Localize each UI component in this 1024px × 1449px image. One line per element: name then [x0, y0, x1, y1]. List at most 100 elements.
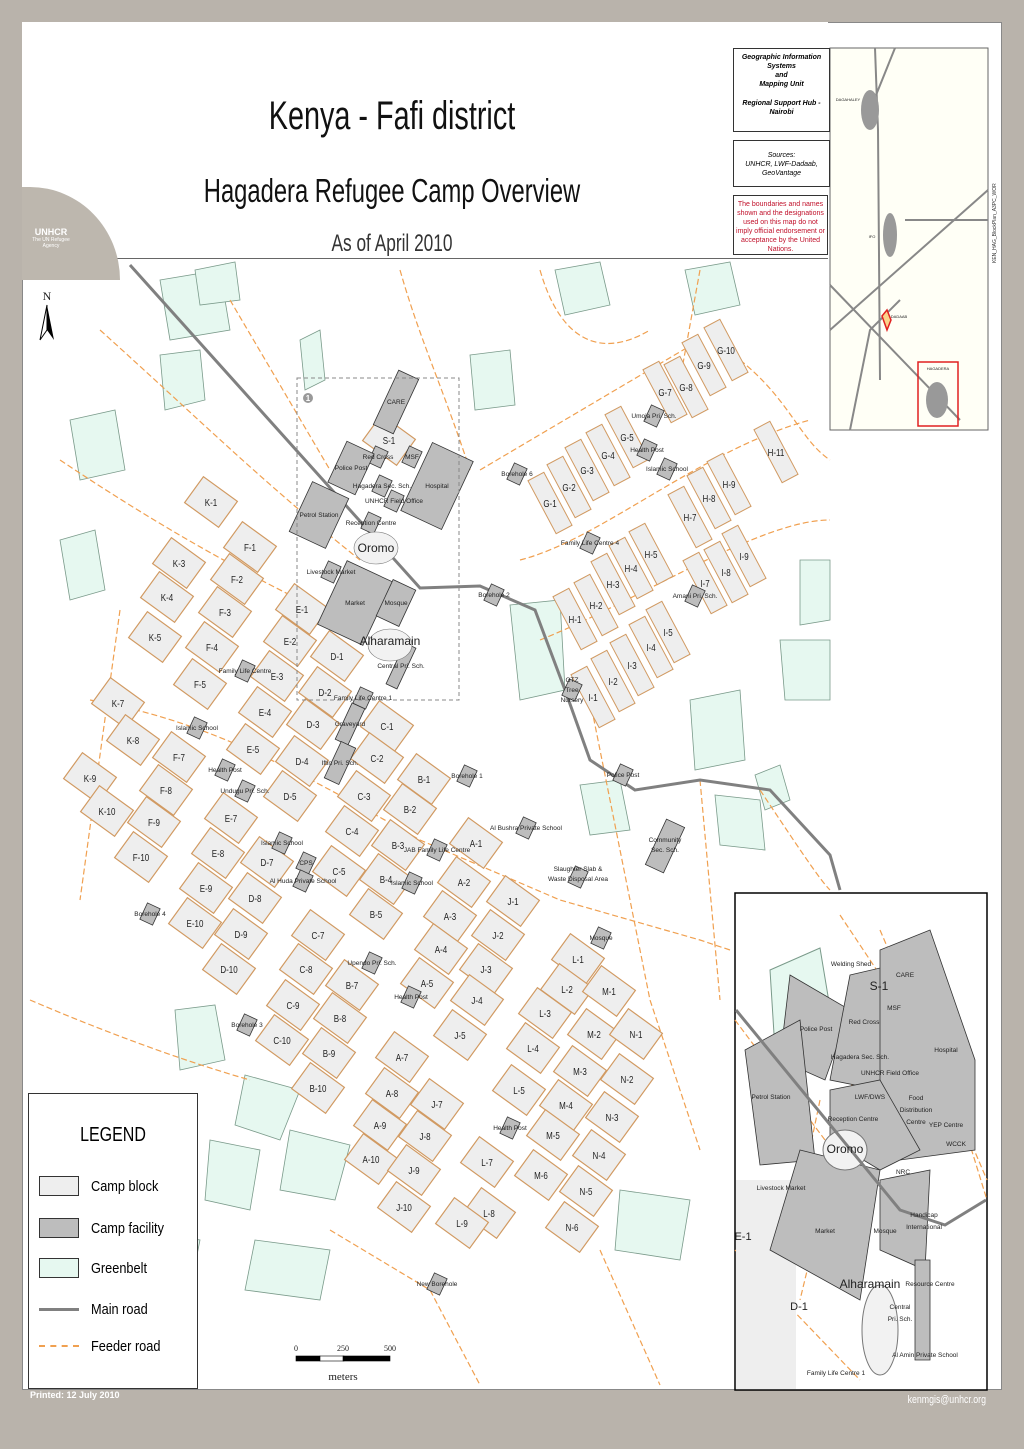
detail-label: Oromo	[827, 1142, 864, 1156]
facility-label: Al Bushra Private School	[490, 825, 562, 832]
camp-block	[352, 1098, 408, 1152]
camp-block	[376, 1180, 432, 1234]
greenbelt	[469, 349, 516, 411]
camp-facility	[383, 489, 405, 513]
feeder-road	[479, 339, 701, 471]
logo-text: UNHCR	[34, 227, 68, 237]
camp-facility	[327, 440, 375, 496]
facility-label: MSF	[405, 454, 419, 461]
camp-block	[126, 795, 182, 849]
detail-label: Al Amin Private School	[892, 1352, 958, 1359]
feeder-road	[59, 459, 301, 601]
camp-block-shape	[706, 452, 752, 516]
block-label: F-3	[219, 607, 231, 618]
camp-block	[721, 524, 767, 588]
unit-line: and	[775, 72, 788, 79]
facility-label: GTZ	[566, 677, 579, 684]
scale-unit: meters	[328, 1371, 357, 1383]
greenbelt	[194, 261, 241, 306]
camp-block	[183, 475, 239, 529]
block-label: L-7	[481, 1157, 493, 1168]
facility-label: UNHCR Field Office	[365, 498, 423, 505]
scale-tick: 250	[337, 1344, 349, 1353]
camp-block	[237, 685, 293, 739]
camp-block	[167, 896, 223, 950]
block-label: F-5	[194, 679, 206, 690]
block-label: S-1	[383, 435, 395, 446]
camp-facility	[234, 779, 256, 803]
legend-label: Camp block	[91, 1177, 159, 1195]
block-label: C-5	[333, 866, 346, 877]
camp-block	[309, 629, 365, 683]
camp-block	[558, 1164, 614, 1218]
block-label: E-1	[296, 604, 308, 615]
camp-block	[409, 1077, 465, 1131]
camp-facility	[684, 584, 706, 608]
greenbelt	[714, 794, 766, 851]
camp-block-shape	[513, 1148, 569, 1202]
document-code: KEN_HAG_BlockPlan_A3PC_WOR	[990, 140, 1000, 270]
camp-block-shape	[470, 908, 526, 962]
overview-camp-ifo	[883, 213, 897, 257]
camp-facility	[426, 838, 448, 862]
detail-label: Welding Shed	[831, 961, 872, 968]
facility-label: Umoja Pri. Sch.	[631, 413, 676, 420]
block-label: M-1	[602, 986, 616, 997]
camp-block	[265, 978, 321, 1032]
detail-label: LWF/DWS	[855, 1094, 886, 1101]
camp-block	[336, 769, 392, 823]
block-label: H-5	[645, 549, 658, 560]
camp-block	[448, 816, 504, 870]
sources-box: Sources: UNHCR, LWF-Dadaab, GeoVantage	[733, 140, 830, 187]
overview-label: DAGAHALEY	[836, 97, 861, 102]
camp-block	[571, 1128, 627, 1182]
facility-label: CPS	[299, 860, 313, 867]
greenbelt	[689, 689, 746, 771]
block-label: K-8	[127, 735, 139, 746]
legend-title: LEGEND	[80, 1124, 146, 1146]
camp-block	[585, 423, 631, 487]
block-label: M-6	[534, 1170, 548, 1181]
block-label: J-8	[419, 1131, 430, 1142]
greenbelt	[234, 1074, 301, 1141]
camp-block	[222, 520, 278, 574]
document-code-text: KEN_HAG_BlockPlan_A3PC_WOR	[992, 183, 998, 263]
facility-label: Upendo Pri. Sch.	[347, 960, 396, 967]
camp-facility	[483, 583, 505, 607]
facility-label: Hagadera Sec. Sch.	[353, 483, 411, 490]
scale-segment	[342, 1355, 391, 1362]
camp-block	[213, 907, 269, 961]
facility-label: Islamic School	[391, 880, 433, 887]
detail-label: UNHCR Field Office	[861, 1070, 919, 1077]
block-label: C-3	[358, 791, 371, 802]
block-label: L-2	[561, 984, 573, 995]
camp-block	[564, 438, 610, 502]
greenbelt	[159, 349, 206, 411]
facility-label: Police Post	[335, 465, 368, 472]
legend-feeder-road: Feeder road	[39, 1336, 173, 1356]
feeder-road	[589, 699, 701, 1151]
block-label: M-3	[573, 1066, 587, 1077]
overview-hagadera-box	[917, 361, 959, 427]
camp-block	[324, 804, 380, 858]
detail-label: Alharamain	[840, 1277, 901, 1291]
camp-block-shape	[667, 485, 713, 549]
open-area	[861, 1284, 899, 1376]
block-label: J-3	[480, 964, 491, 975]
block-label: J-10	[396, 1202, 412, 1213]
camp-block-shape	[552, 587, 598, 651]
greenbelt	[174, 1004, 226, 1071]
camp-block-shape	[311, 844, 367, 898]
camp-block-shape	[609, 633, 655, 697]
camp-block	[434, 1196, 490, 1250]
camp-block	[590, 649, 636, 713]
camp-block-shape	[585, 423, 631, 487]
camp-block	[570, 665, 616, 729]
camp-block-shape	[190, 826, 246, 880]
block-label: F-4	[206, 642, 218, 653]
detail-label: Food	[909, 1095, 924, 1102]
camp-block	[703, 318, 749, 382]
camp-block-shape	[382, 782, 438, 836]
camp-block	[663, 355, 709, 419]
camp-facility	[401, 445, 423, 469]
